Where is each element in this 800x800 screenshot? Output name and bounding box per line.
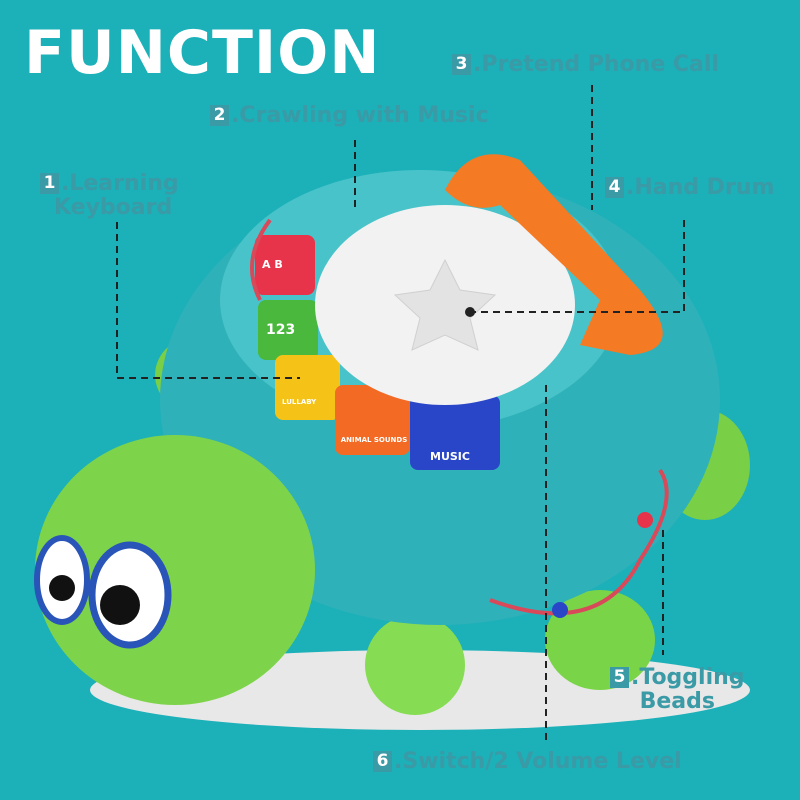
bead-wire — [250, 218, 272, 301]
feature-number: 2 — [210, 105, 229, 126]
key-lullaby — [275, 355, 340, 420]
feature-6: 6.Switch/2 Volume Level — [373, 750, 682, 774]
feature-text: .Toggling — [631, 665, 745, 690]
key-label: 123 — [266, 322, 296, 338]
leader-line-1 — [116, 222, 300, 379]
key-animal — [335, 385, 410, 455]
bead — [637, 512, 653, 528]
key-label: MUSIC — [430, 450, 470, 463]
phone-handset — [445, 154, 663, 355]
feature-1: 1.Learning Keyboard — [40, 172, 179, 220]
feature-text: Keyboard — [54, 195, 173, 220]
bead — [552, 602, 568, 618]
feature-4: 4.Hand Drum — [605, 176, 774, 200]
feature-number: 6 — [373, 751, 392, 772]
star-icon — [393, 258, 497, 351]
feature-text: .Pretend Phone Call — [473, 52, 719, 77]
feature-text: .Hand Drum — [626, 175, 775, 200]
feature-5: 5.Toggling Beads — [610, 666, 745, 714]
turtle-leg — [365, 615, 465, 715]
feature-2: 2.Crawling with Music — [210, 104, 489, 128]
feature-text: .Crawling with Music — [231, 103, 489, 128]
header-banner — [0, 0, 430, 95]
key-123 — [258, 300, 318, 360]
leader-dot — [465, 307, 475, 317]
feature-text: .Switch/2 Volume Level — [394, 749, 682, 774]
key-music — [410, 395, 500, 470]
feature-text: Beads — [639, 689, 715, 714]
bead-wire — [489, 468, 669, 616]
feature-3: 3.Pretend Phone Call — [452, 53, 719, 77]
feature-number: 5 — [610, 667, 629, 688]
key-label: A B — [262, 258, 283, 271]
key-label: ANIMAL SOUNDS — [340, 436, 408, 444]
pupil — [100, 585, 140, 625]
key-label: LULLABY — [282, 398, 317, 406]
page-title: FUNCTION — [24, 18, 381, 88]
key-ab — [255, 235, 315, 295]
turtle-leg — [545, 590, 655, 690]
feature-number: 3 — [452, 54, 471, 75]
feature-text: .Learning — [61, 171, 179, 196]
feature-number: 4 — [605, 177, 624, 198]
feature-number: 1 — [40, 173, 59, 194]
pupil — [49, 575, 75, 601]
leader-line-4 — [470, 220, 685, 313]
